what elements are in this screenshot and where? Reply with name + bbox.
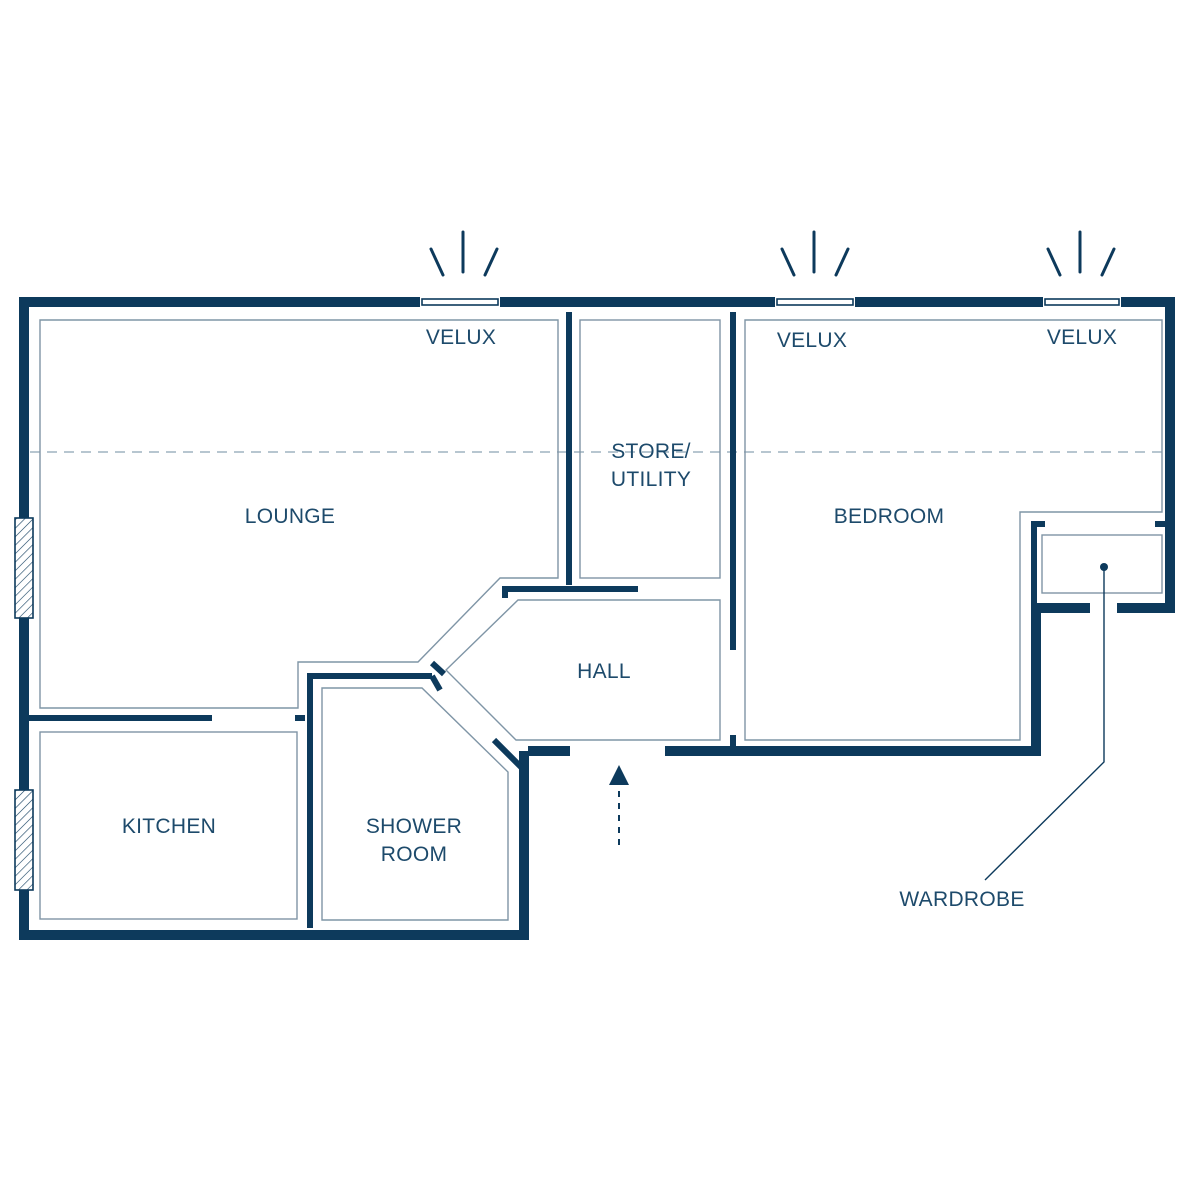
lounge-window — [14, 517, 34, 619]
kitchen-window — [14, 789, 34, 891]
velux-label-2: VELUX — [777, 329, 847, 352]
bedroom-label: BEDROOM — [834, 505, 945, 528]
store-label-line2: UTILITY — [611, 468, 691, 491]
lounge-outline — [39, 319, 559, 709]
velux-label-3: VELUX — [1047, 326, 1117, 349]
wardrobe-outline — [1041, 534, 1163, 594]
light-rays-2-icon — [780, 230, 850, 277]
hall-outline — [445, 599, 721, 741]
outer-walls — [19, 297, 1175, 940]
velux-skylights — [421, 230, 1120, 306]
shower-outline — [321, 687, 509, 921]
room-outlines — [39, 319, 1163, 921]
velux-window-3 — [1044, 298, 1120, 306]
interior-walls — [28, 312, 1168, 928]
hall-label: HALL — [577, 660, 631, 683]
light-rays-1-icon — [429, 230, 499, 277]
bedroom-outline — [744, 319, 1163, 741]
velux-label-1: VELUX — [426, 326, 496, 349]
wardrobe-label: WARDROBE — [899, 888, 1024, 911]
store-outline — [579, 319, 721, 579]
light-rays-3-icon — [1046, 230, 1116, 277]
kitchen-outline — [39, 731, 298, 920]
store-label-line1: STORE/ — [611, 440, 691, 463]
kitchen-label: KITCHEN — [122, 815, 216, 838]
lounge-label: LOUNGE — [245, 505, 336, 528]
shower-label-line2: ROOM — [381, 843, 448, 866]
shower-label-line1: SHOWER — [366, 815, 462, 838]
wardrobe-leader — [984, 563, 1108, 881]
velux-window-1 — [421, 298, 499, 306]
velux-window-2 — [776, 298, 854, 306]
